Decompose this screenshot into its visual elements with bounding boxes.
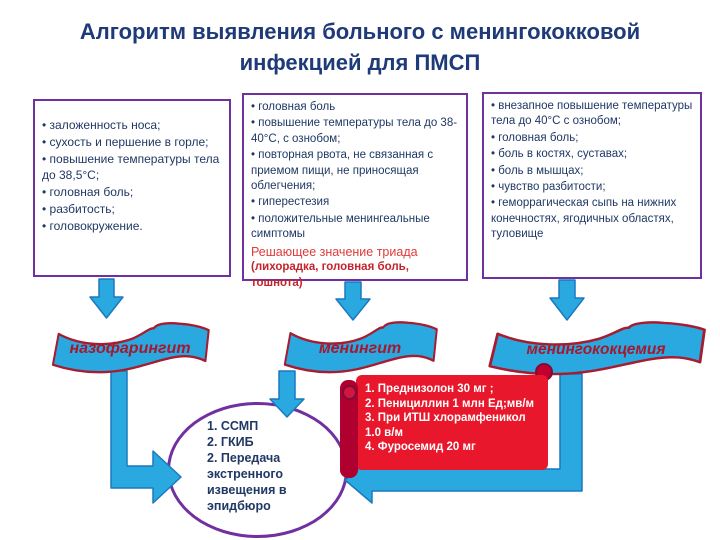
referral-text: 1. ССМП 2. ГКИБ 2. Передача экстренного из…	[207, 418, 327, 514]
triad-highlight-note: (лихорадка, головная боль, тошнота)	[251, 261, 409, 289]
treatment-line: 3. При ИТШ хлорамфеникол 1.0 в/м	[365, 412, 526, 439]
diagnosis-label: менингококцемия	[526, 340, 666, 358]
symptom-bullet-list: • головная боль • повышение температуры т…	[251, 100, 459, 243]
referral-ellipse: 1. ССМП 2. ГКИБ 2. Передача экстренного из…	[167, 402, 348, 538]
diagnosis-ribbon-meningococcemia: менингококцемия	[483, 318, 709, 377]
slide-title-line2: инфекцией для ПМСП	[239, 50, 481, 75]
treatment-line: 1. Преднизолон 30 мг ;	[365, 383, 494, 395]
symptom-bullet: • головная боль;	[42, 185, 134, 200]
treatment-line: 2. Пенициллин 1 млн Ед;мв/м	[365, 397, 535, 410]
symptom-box-nasopharyngitis: • заложенность носа; • сухость и першение…	[33, 99, 231, 277]
slide-title: Алгоритм выявления больного с менингокок…	[0, 16, 720, 78]
symptom-bullet: • боль в костях, суставах;	[491, 148, 628, 161]
symptom-bullet: • внезапное повышение температуры тела д…	[491, 100, 693, 128]
symptom-bullet: • повышение температуры тела до 38,5°С;	[42, 152, 220, 183]
symptom-bullet: • сухость и першение в горле;	[42, 135, 209, 150]
treatment-line: 4. Фуросемид 20 мг	[365, 441, 476, 453]
symptom-bullet: • головная боль;	[491, 131, 579, 144]
symptom-bullet: • головокружение.	[42, 219, 143, 234]
slide-title-line1: Алгоритм выявления больного с менингокок…	[79, 19, 641, 44]
symptom-bullet: • положительные менингеальные симптомы	[251, 212, 430, 241]
symptom-bullet: • гиперестезия	[251, 196, 330, 209]
symptom-bullet: • заложенность носа;	[42, 118, 161, 132]
symptom-bullet: • головная боль	[251, 101, 336, 113]
treatment-scroll: 1. Преднизолон 30 мг ; 2. Пенициллин 1 мл…	[340, 358, 554, 480]
wave-banner-shape	[488, 321, 706, 376]
treatment-list: 1. Преднизолон 30 мг ; 2. Пенициллин 1 мл…	[356, 375, 548, 470]
symptom-bullet: • чувство разбитости;	[491, 181, 606, 194]
diagnosis-ribbon-nasopharyngitis: назофарингит	[48, 319, 212, 375]
symptom-box-meningococcemia: • внезапное повышение температуры тела д…	[482, 92, 702, 279]
symptom-bullet: • повторная рвота, не связанная с приемо…	[251, 149, 434, 193]
diagnosis-ribbon-meningitis: менингит	[280, 318, 440, 375]
diagnosis-label: назофарингит	[69, 340, 191, 358]
wave-banner-shape	[283, 321, 438, 374]
scroll-left-knob	[342, 385, 357, 400]
symptom-box-meningitis: • головная боль • повышение температуры т…	[242, 93, 468, 289]
arrow-box-to-meningococcemia	[549, 279, 585, 321]
referral-line: 2. ГКИБ	[207, 435, 254, 449]
triad-highlight-title: Решающее значение триада	[251, 244, 418, 259]
symptom-bullet: • повышение температуры тела до 38-40°С,…	[251, 117, 458, 145]
wave-banner-shape	[51, 322, 210, 374]
symptom-bullet: • разбитость;	[42, 202, 115, 217]
referral-line: 2. Передача экстренного извещения в эпид…	[207, 451, 287, 513]
diagnosis-label: менингит	[318, 339, 402, 357]
symptom-bullet: • боль в мышцах;	[491, 164, 584, 177]
scroll-left-roll	[340, 380, 358, 478]
arrow-box-to-nasopharyngitis	[89, 278, 124, 319]
referral-line: 1. ССМП	[207, 419, 259, 433]
symptom-bullet: • геморрагическая сыпь на нижних конечно…	[491, 197, 677, 241]
